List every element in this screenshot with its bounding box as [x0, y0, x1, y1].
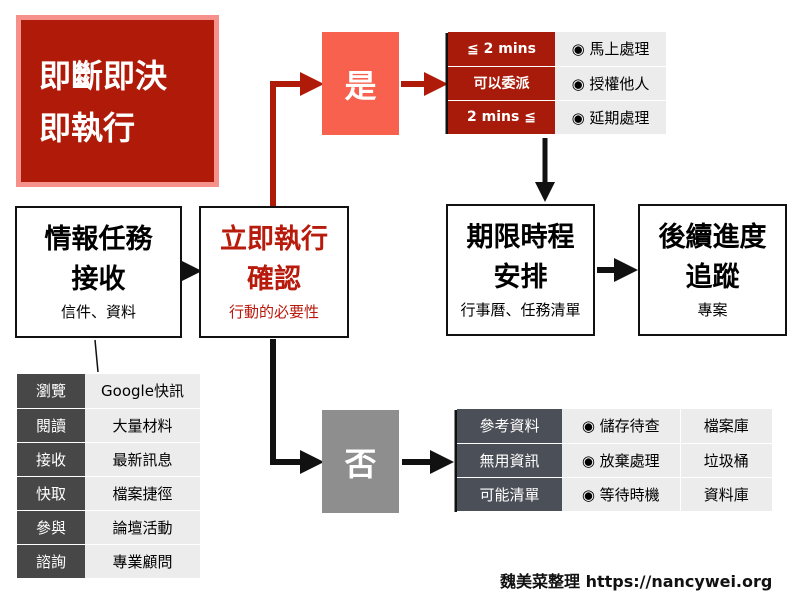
footer-credit: 魏美菜整理 https://nancywei.org	[500, 572, 773, 591]
option-place: 檔案庫	[680, 409, 772, 444]
schedule-box: 期限時程 安排 行事曆、任務清單	[446, 204, 595, 336]
schedule-subtitle: 行事曆、任務清單	[460, 301, 581, 319]
table-row: 可能清單◉ 等待時機資料庫	[457, 477, 772, 512]
table-row: 無用資訊◉ 放棄處理垃圾桶	[457, 443, 772, 478]
option-place: 垃圾桶	[680, 443, 772, 478]
schedule-title-2: 安排	[493, 262, 548, 293]
option-action: ◉ 馬上處理	[555, 32, 666, 67]
table-row: ≦ 2 mins◉ 馬上處理	[448, 32, 666, 67]
yes-box: 是	[322, 32, 399, 135]
table-row: 參與論壇活動	[17, 510, 200, 545]
source-value: 論壇活動	[85, 510, 200, 545]
table-row: 2 mins ≦◉ 延期處理	[448, 100, 666, 135]
yes-options-table: ≦ 2 mins◉ 馬上處理 可以委派◉ 授權他人 2 mins ≦◉ 延期處理	[448, 32, 666, 135]
option-action: ◉ 授權他人	[555, 66, 666, 101]
no-branch-arrow	[270, 339, 324, 474]
table-row: 參考資料◉ 儲存待查檔案庫	[457, 409, 772, 444]
option-key: 2 mins ≦	[448, 100, 555, 135]
table-row: 快取檔案捷徑	[17, 476, 200, 511]
source-value: 最新訊息	[85, 442, 200, 477]
source-value: Google快訊	[85, 374, 200, 409]
option-key: 可能清單	[457, 477, 562, 512]
table-row: 可以委派◉ 授權他人	[448, 66, 666, 101]
intake-title-2: 接收	[71, 264, 126, 295]
option-action: ◉ 儲存待查	[562, 409, 681, 444]
followup-box: 後續進度 追蹤 專案	[638, 204, 787, 336]
source-value: 專業顧問	[85, 544, 200, 579]
confirm-subtitle: 行動的必要性	[228, 303, 319, 321]
option-key: 參考資料	[457, 409, 562, 444]
source-value: 檔案捷徑	[85, 476, 200, 511]
source-key: 瀏覽	[17, 374, 85, 409]
option-key: 無用資訊	[457, 443, 562, 478]
option-action: ◉ 等待時機	[562, 477, 681, 512]
option-action: ◉ 放棄處理	[562, 443, 681, 478]
source-key: 閱讀	[17, 408, 85, 443]
intake-box: 情報任務 接收 信件、資料	[15, 206, 182, 338]
option-place: 資料庫	[680, 477, 772, 512]
title-banner: 即斷即決 即執行	[16, 15, 219, 187]
followup-title: 後續進度	[658, 222, 767, 253]
option-action: ◉ 延期處理	[555, 100, 666, 135]
table-row: 閱讀大量材料	[17, 408, 200, 443]
option-key: 可以委派	[448, 66, 555, 101]
intake-to-sources-line	[94, 339, 99, 373]
source-key: 接收	[17, 442, 85, 477]
yes-branch-arrow	[270, 72, 324, 206]
followup-title-2: 追蹤	[685, 262, 740, 293]
intake-subtitle: 信件、資料	[60, 303, 136, 321]
confirm-title: 立即執行	[220, 224, 328, 255]
option-key: ≦ 2 mins	[448, 32, 555, 67]
source-key: 參與	[17, 510, 85, 545]
followup-subtitle: 專案	[697, 301, 728, 319]
source-value: 大量材料	[85, 408, 200, 443]
source-key: 快取	[17, 476, 85, 511]
table-row: 諮詢專業顧問	[17, 544, 200, 579]
no-options-table: 參考資料◉ 儲存待查檔案庫 無用資訊◉ 放棄處理垃圾桶 可能清單◉ 等待時機資料…	[457, 409, 772, 512]
confirm-title-2: 確認	[247, 264, 301, 295]
table-row: 接收最新訊息	[17, 442, 200, 477]
confirm-box: 立即執行 確認 行動的必要性	[199, 206, 349, 338]
no-box: 否	[322, 410, 399, 513]
schedule-title: 期限時程	[466, 222, 575, 253]
intake-title: 情報任務	[44, 224, 153, 255]
title-line-1: 即斷即決	[39, 57, 168, 95]
source-key: 諮詢	[17, 544, 85, 579]
title-line-2: 即執行	[39, 109, 136, 147]
